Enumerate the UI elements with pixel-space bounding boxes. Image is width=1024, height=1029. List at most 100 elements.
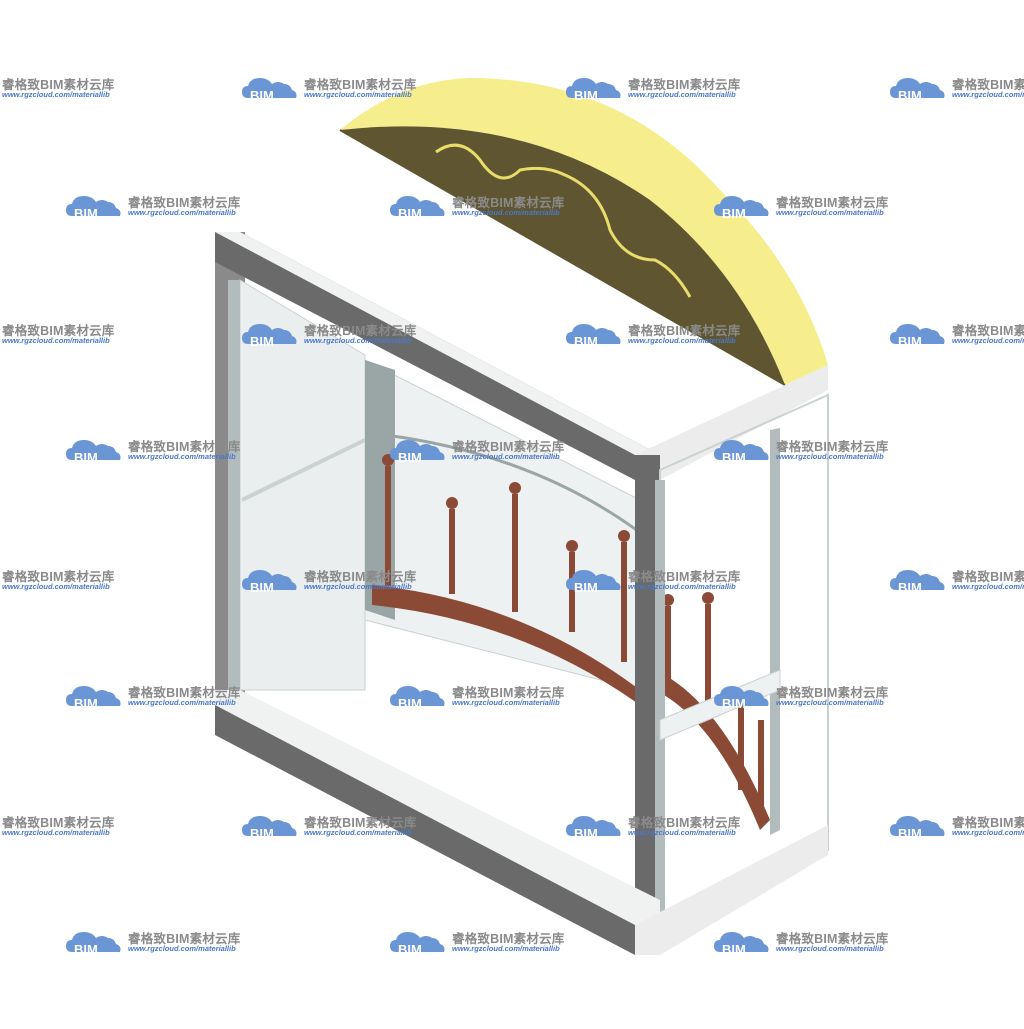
watermark: BIM 睿格致BIM素材云库 www.rgzcloud.com/material… (238, 316, 438, 352)
watermark-title: 睿格致BIM素材云库 (128, 440, 241, 454)
watermark-url: www.rgzcloud.com/materiallib (952, 828, 1024, 837)
watermark: BIM 睿格致BIM素材云库 www.rgzcloud.com/material… (238, 70, 438, 106)
cloud-logo-icon: BIM (242, 816, 297, 841)
baluster (566, 540, 578, 632)
watermark: BIM 睿格致BIM素材云库 www.rgzcloud.com/material… (562, 70, 762, 106)
watermark: 睿格致BIM素材云库 www.rgzcloud.com/materiallib (0, 562, 200, 598)
watermark-url: www.rgzcloud.com/materiallib (2, 582, 110, 591)
cloud-logo-icon: BIM (390, 686, 445, 711)
cloud-logo-icon: BIM (714, 196, 769, 221)
watermark-url: www.rgzcloud.com/materiallib (304, 828, 412, 837)
balusters (382, 454, 764, 810)
arched-canopy (339, 78, 828, 386)
watermark-title: 睿格致BIM素材云库 (952, 78, 1024, 92)
cloud-logo-icon: BIM (566, 78, 621, 103)
watermark-url: www.rgzcloud.com/materiallib (304, 582, 412, 591)
watermark-title: 睿格致BIM素材云库 (452, 932, 565, 946)
watermark-title: 睿格致BIM素材云库 (304, 324, 417, 338)
watermark-logo-text: BIM (898, 826, 922, 841)
watermark-url: www.rgzcloud.com/materiallib (776, 944, 884, 953)
watermark-title: 睿格致BIM素材云库 (2, 816, 115, 830)
cloud-logo-icon: BIM (714, 440, 769, 465)
watermark: BIM 睿格致BIM素材云库 www.rgzcloud.com/material… (562, 808, 762, 844)
watermark-url: www.rgzcloud.com/materiallib (628, 336, 736, 345)
watermark-url: www.rgzcloud.com/materiallib (2, 336, 110, 345)
watermark-title: 睿格致BIM素材云库 (304, 816, 417, 830)
watermark-url: www.rgzcloud.com/materiallib (128, 208, 236, 217)
watermark: BIM 睿格致BIM素材云库 www.rgzcloud.com/material… (562, 562, 762, 598)
watermark-url: www.rgzcloud.com/materiallib (776, 208, 884, 217)
watermark-title: 睿格致BIM素材云库 (304, 570, 417, 584)
watermark: BIM 睿格致BIM素材云库 www.rgzcloud.com/material… (238, 808, 438, 844)
watermark-logo-text: BIM (898, 88, 922, 103)
watermark-title: 睿格致BIM素材云库 (628, 324, 741, 338)
watermark-title: 睿格致BIM素材云库 (304, 78, 417, 92)
cloud-logo-icon: BIM (242, 78, 297, 103)
watermark-title: 睿格致BIM素材云库 (128, 932, 241, 946)
watermark-logo-text: BIM (398, 942, 422, 957)
cloud-logo-icon: BIM (390, 440, 445, 465)
watermark: 睿格致BIM素材云库 www.rgzcloud.com/materiallib (0, 316, 200, 352)
watermark: BIM 睿格致BIM素材云库 www.rgzcloud.com/material… (886, 562, 1024, 598)
watermark: 睿格致BIM素材云库 www.rgzcloud.com/materiallib (0, 70, 200, 106)
watermark-logo-text: BIM (722, 450, 746, 465)
cloud-logo-icon: BIM (390, 196, 445, 221)
watermark-url: www.rgzcloud.com/materiallib (452, 452, 560, 461)
watermark: BIM 睿格致BIM素材云库 www.rgzcloud.com/material… (386, 188, 586, 224)
cloud-logo-icon: BIM (66, 932, 121, 957)
watermark-title: 睿格致BIM素材云库 (776, 196, 889, 210)
watermark-url: www.rgzcloud.com/materiallib (2, 90, 110, 99)
cloud-logo-icon: BIM (890, 324, 945, 349)
watermark-logo-text: BIM (398, 450, 422, 465)
watermark: 睿格致BIM素材云库 www.rgzcloud.com/materiallib (0, 808, 200, 844)
floor-slab (215, 690, 828, 955)
watermark-logo-text: BIM (74, 206, 98, 221)
watermark-url: www.rgzcloud.com/materiallib (452, 698, 560, 707)
top-beam (215, 232, 828, 480)
cloud-logo-icon: BIM (566, 570, 621, 595)
cloud-logo-icon: BIM (890, 816, 945, 841)
watermark-title: 睿格致BIM素材云库 (2, 78, 115, 92)
watermark-logo-text: BIM (898, 580, 922, 595)
watermark-title: 睿格致BIM素材云库 (128, 686, 241, 700)
watermark: BIM 睿格致BIM素材云库 www.rgzcloud.com/material… (62, 924, 262, 960)
watermark-title: 睿格致BIM素材云库 (776, 932, 889, 946)
cloud-logo-icon: BIM (714, 686, 769, 711)
watermark-title: 睿格致BIM素材云库 (2, 570, 115, 584)
watermark-logo-text: BIM (74, 450, 98, 465)
watermark-url: www.rgzcloud.com/materiallib (452, 208, 560, 217)
watermark-url: www.rgzcloud.com/materiallib (128, 698, 236, 707)
cloud-logo-icon: BIM (566, 324, 621, 349)
cloud-logo-icon: BIM (66, 196, 121, 221)
watermark-title: 睿格致BIM素材云库 (628, 570, 741, 584)
watermark-logo-text: BIM (74, 942, 98, 957)
cloud-logo-icon: BIM (242, 570, 297, 595)
watermark-logo-text: BIM (398, 206, 422, 221)
watermark-logo-text: BIM (574, 334, 598, 349)
baluster (758, 720, 764, 810)
watermark-url: www.rgzcloud.com/materiallib (952, 90, 1024, 99)
watermark-url: www.rgzcloud.com/materiallib (628, 582, 736, 591)
watermark-logo-text: BIM (398, 696, 422, 711)
cloud-logo-icon: BIM (242, 324, 297, 349)
watermark-logo-text: BIM (898, 334, 922, 349)
watermark: BIM 睿格致BIM素材云库 www.rgzcloud.com/material… (62, 188, 262, 224)
watermark: BIM 睿格致BIM素材云库 www.rgzcloud.com/material… (710, 678, 910, 714)
watermark-url: www.rgzcloud.com/materiallib (304, 90, 412, 99)
watermark-title: 睿格致BIM素材云库 (952, 570, 1024, 584)
baluster (509, 482, 521, 612)
watermark-logo-text: BIM (250, 334, 274, 349)
watermark-title: 睿格致BIM素材云库 (628, 816, 741, 830)
watermark: BIM 睿格致BIM素材云库 www.rgzcloud.com/material… (386, 924, 586, 960)
watermark: BIM 睿格致BIM素材云库 www.rgzcloud.com/material… (386, 678, 586, 714)
watermark-title: 睿格致BIM素材云库 (776, 440, 889, 454)
watermark-title: 睿格致BIM素材云库 (2, 324, 115, 338)
watermark-url: www.rgzcloud.com/materiallib (952, 336, 1024, 345)
watermark-title: 睿格致BIM素材云库 (952, 324, 1024, 338)
watermark: BIM 睿格致BIM素材云库 www.rgzcloud.com/material… (62, 432, 262, 468)
cloud-logo-icon: BIM (66, 440, 121, 465)
watermark-logo-text: BIM (574, 826, 598, 841)
watermark-title: 睿格致BIM素材云库 (128, 196, 241, 210)
baluster (618, 530, 630, 662)
